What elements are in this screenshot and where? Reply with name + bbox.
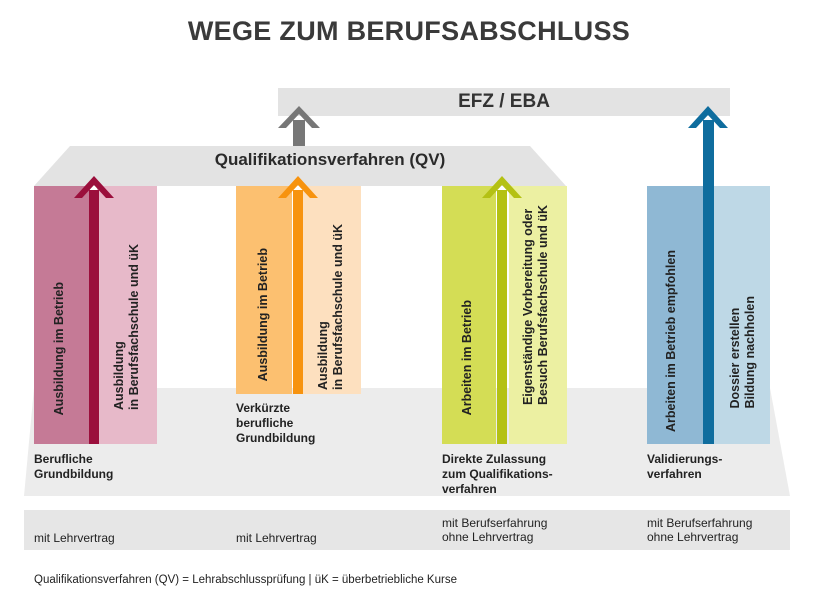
p4-label: Validierungs- verfahren	[647, 452, 723, 481]
page-title: WEGE ZUM BERUFSABSCHLUSS	[187, 16, 631, 46]
bar-p2-left	[236, 186, 292, 394]
p2-condition: mit Lehrvertrag	[236, 531, 317, 545]
p4-condition: mit Berufserfahrung ohne Lehrvertrag	[647, 516, 753, 544]
p1-label: Berufliche Grundbildung	[34, 452, 114, 481]
efz-eba-box: EFZ / EBA	[278, 88, 730, 116]
footnote: Qualifikationsverfahren (QV) = Lehrabsch…	[34, 574, 457, 586]
bar-p2-right	[303, 186, 361, 394]
condition-band	[24, 510, 790, 550]
bar-p4-right	[712, 186, 770, 444]
p3-label: Direkte Zulassung zum Qualifikations- ve…	[442, 452, 553, 496]
p2-label: Verkürzte berufliche Grundbildung	[236, 401, 316, 445]
blue-arrow	[688, 106, 728, 444]
bar-p1-left	[34, 186, 90, 444]
green-arrow	[482, 176, 522, 444]
grey-arrow	[278, 106, 320, 146]
red-arrow	[74, 176, 114, 444]
bar-p3-left	[442, 186, 496, 444]
orange-arrow	[278, 176, 318, 394]
qv-label: Qualifikationsverfahren (QV)	[214, 150, 446, 169]
bar-p3-right	[509, 186, 567, 444]
p3-condition: mit Berufserfahrung ohne Lehrvertrag	[442, 516, 548, 544]
bar-p4-left	[647, 186, 705, 444]
base-band	[24, 388, 790, 496]
bar-p1-right	[97, 186, 157, 444]
p1-condition: mit Lehrvertrag	[34, 531, 115, 545]
qv-band	[34, 146, 566, 186]
